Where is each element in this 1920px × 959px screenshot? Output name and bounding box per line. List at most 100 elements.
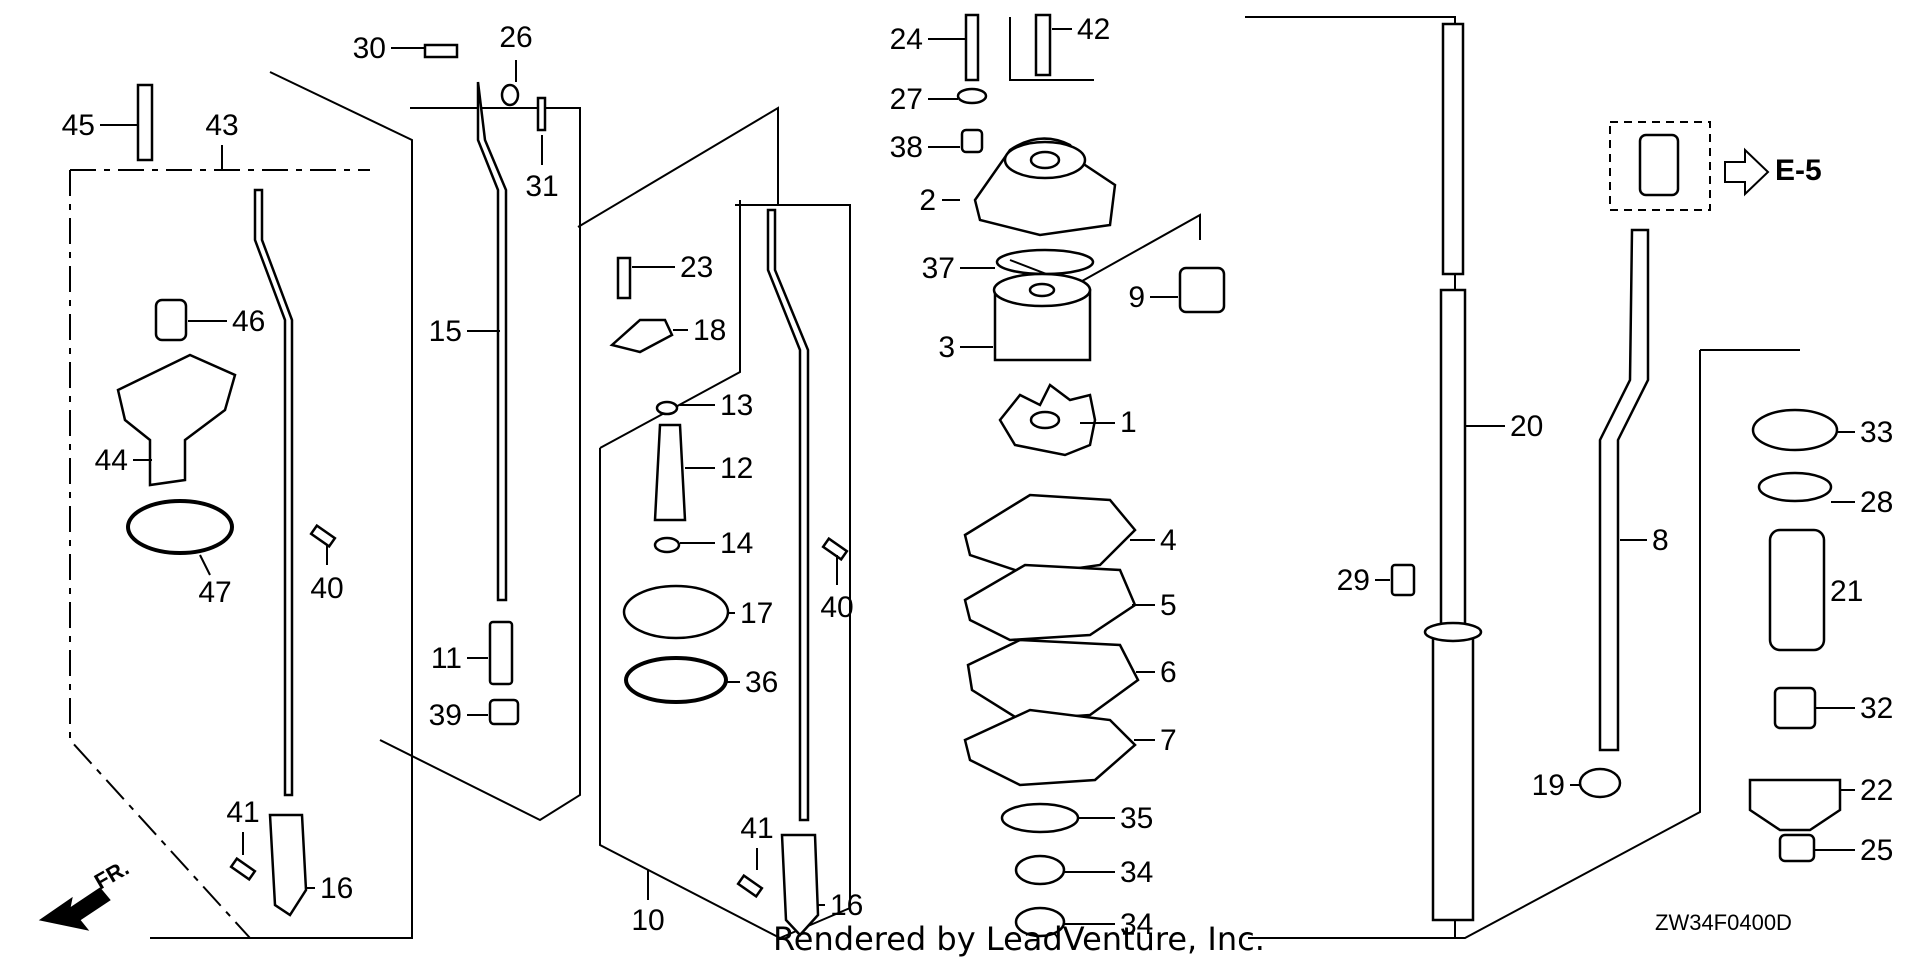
plate-gasket — [963, 708, 1137, 787]
grommet-cover — [622, 584, 730, 640]
bracket — [116, 353, 237, 487]
washer — [653, 536, 681, 554]
bolt — [616, 256, 632, 300]
dowel-pin — [736, 873, 764, 899]
bolt — [423, 43, 459, 59]
washer — [500, 83, 520, 107]
pump-housing-cup — [1029, 150, 1061, 170]
thrust-washer — [1757, 471, 1833, 503]
part-callout-11: 11 — [431, 642, 462, 675]
part-callout-43: 43 — [205, 109, 238, 142]
shift-rod-link — [476, 81, 508, 602]
vertical-shaft — [1441, 22, 1465, 276]
part-callout-22: 22 — [1860, 774, 1893, 807]
assembly-frame-line — [379, 107, 581, 822]
o-ring — [126, 499, 234, 555]
grommet — [653, 423, 687, 522]
assembly-frame-line — [599, 448, 781, 939]
part-callout-34: 34 — [1120, 856, 1153, 889]
part-callout-31: 31 — [525, 170, 558, 203]
part-callout-1: 1 — [1120, 406, 1137, 439]
assembly-frame-line — [1455, 350, 1701, 939]
part-callout-15: 15 — [429, 315, 462, 348]
o-ring — [624, 656, 728, 704]
collar — [488, 620, 514, 686]
part-callout-12: 12 — [720, 452, 753, 485]
part-callout-21: 21 — [1830, 575, 1863, 608]
part-callout-5: 5 — [1160, 589, 1177, 622]
part-callout-34: 34 — [1120, 908, 1153, 941]
cap — [154, 298, 188, 342]
part-callout-37: 37 — [922, 252, 955, 285]
part-callout-45: 45 — [62, 109, 95, 142]
plate — [966, 638, 1140, 722]
o-ring — [1000, 802, 1080, 834]
dowel-pin — [821, 536, 849, 562]
vertical-shaft — [1439, 288, 1467, 632]
dashed-assembly-frame — [69, 169, 370, 939]
part-callout-25: 25 — [1860, 834, 1893, 867]
part-callout-16: 16 — [830, 889, 863, 922]
credit-text: Rendered by LeadVenture, Inc. — [773, 920, 1265, 958]
dowel-pin — [309, 523, 337, 549]
dowel-pin — [960, 128, 984, 154]
part-callout-18: 18 — [693, 314, 726, 347]
part-callout-40: 40 — [310, 572, 343, 605]
part-callout-38: 38 — [890, 131, 923, 164]
reference-label: E-5 — [1775, 154, 1822, 187]
front-direction-label: FR. — [90, 855, 133, 894]
shift-rod — [766, 208, 810, 822]
part-callout-19: 19 — [1532, 769, 1565, 802]
part-callout-3: 3 — [938, 331, 955, 364]
part-callout-8: 8 — [1652, 524, 1669, 557]
part-callout-44: 44 — [95, 444, 128, 477]
pinion-gear — [1748, 778, 1842, 832]
part-callout-41: 41 — [740, 812, 773, 845]
assembly-frame-line — [1009, 17, 1094, 81]
part-callout-33: 33 — [1860, 416, 1893, 449]
needle-bearing — [1773, 686, 1817, 730]
part-callout-30: 30 — [353, 32, 386, 65]
wear-plate — [963, 493, 1137, 577]
bolt — [964, 13, 980, 82]
reference-box — [1609, 121, 1711, 211]
part-callout-23: 23 — [680, 251, 713, 284]
cotter-pin — [536, 96, 547, 132]
part-callout-39: 39 — [429, 699, 462, 732]
retaining-clip — [609, 318, 674, 354]
washer — [956, 87, 988, 105]
part-callout-36: 36 — [745, 666, 778, 699]
part-callout-7: 7 — [1160, 724, 1177, 757]
part-callout-13: 13 — [720, 389, 753, 422]
assembly-frame-line — [577, 106, 779, 228]
callout-leader — [199, 554, 211, 576]
nut — [488, 698, 520, 726]
water-tube — [1598, 228, 1650, 752]
part-callout-6: 6 — [1160, 656, 1177, 689]
dowel-pin — [229, 856, 257, 882]
bolt — [136, 83, 154, 162]
flange-nut — [1778, 833, 1816, 863]
part-callout-17: 17 — [740, 597, 773, 630]
part-callout-29: 29 — [1337, 564, 1370, 597]
impeller-hub — [1029, 410, 1061, 430]
assembly-frame-line — [735, 204, 851, 939]
tapered-bearing — [1751, 408, 1839, 452]
part-callout-2: 2 — [919, 184, 936, 217]
bolt — [1034, 13, 1052, 77]
reference-part — [1638, 133, 1680, 197]
grommet — [1578, 767, 1622, 799]
assembly-frame-line — [1245, 16, 1456, 939]
shift-arm — [780, 833, 820, 937]
assembly-frame-line — [1009, 213, 1201, 287]
assembly-frame-line — [599, 200, 741, 449]
part-callout-46: 46 — [232, 305, 265, 338]
part-callout-35: 35 — [1120, 802, 1153, 835]
part-callout-28: 28 — [1860, 486, 1893, 519]
part-callout-41: 41 — [226, 796, 259, 829]
part-callout-10: 10 — [631, 904, 664, 937]
part-callout-42: 42 — [1077, 13, 1110, 46]
plate-gasket — [963, 563, 1137, 642]
oil-seal — [1014, 906, 1066, 938]
